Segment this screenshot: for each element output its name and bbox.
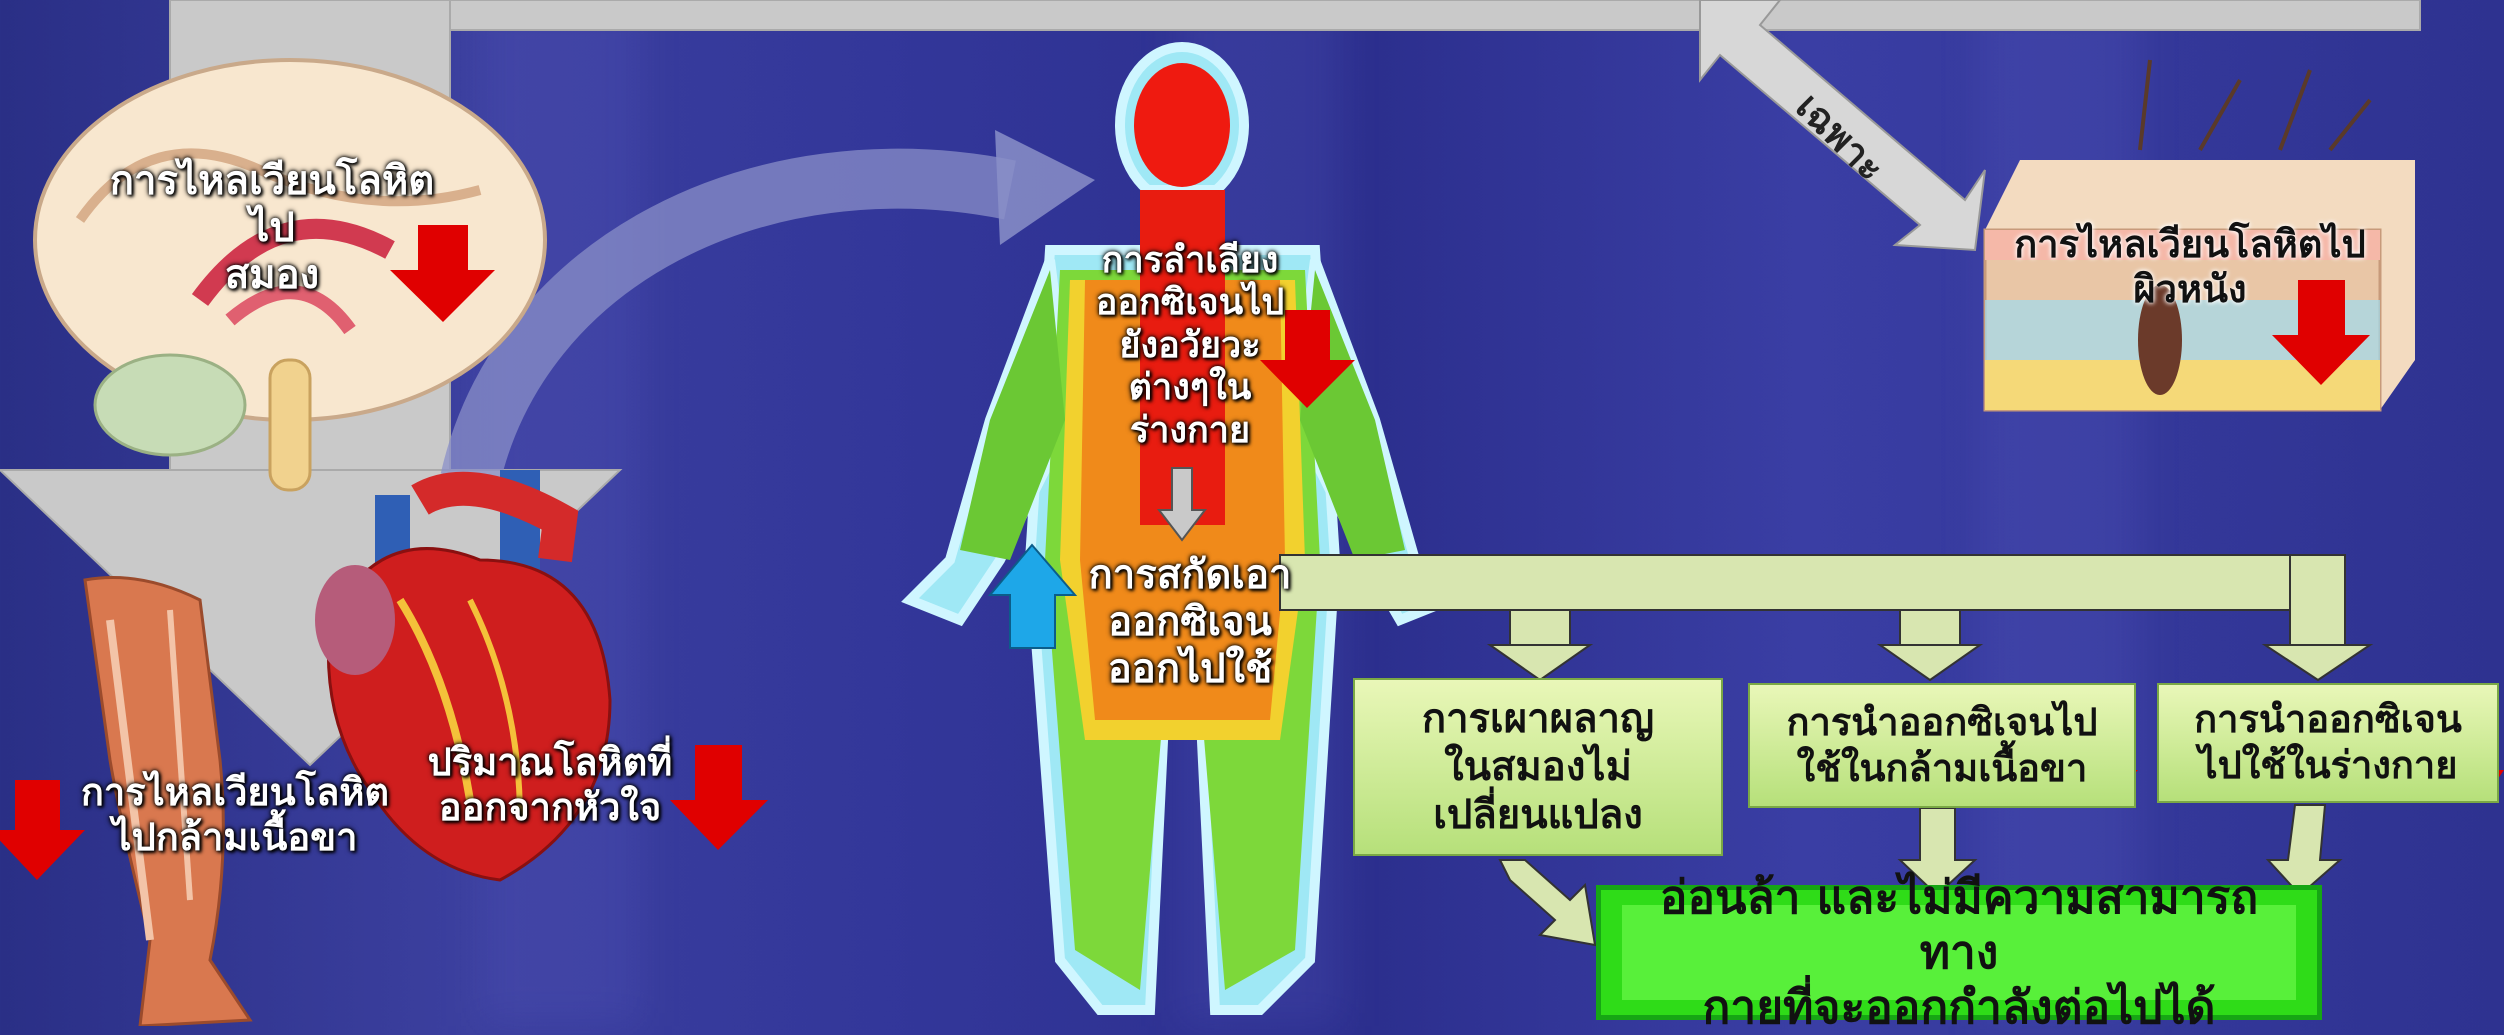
label-skin-flow: การไหลเวียนโลหิตไป ผิวหนัง [2010,222,2370,312]
box-brain-metabolism: การเผาผลาญ ในสมองไม่ เปลี่ยนแปลง [1353,678,1723,856]
curved-arrow-head [995,130,1095,245]
curved-arrow-heart-to-body [470,179,1010,480]
label-brain-flow: การไหลเวียนโลหิตไป สมอง [92,158,452,300]
final-outcome-box: อ่อนล้า และไม่มีความสามารถทาง กายที่จะออ… [1596,885,2322,1020]
label-body-oxygen: การลำเลียง ออกซิเจนไป ยังอวัยวะ ต่างๆใน … [1075,240,1305,452]
branch-arrows [1280,555,2370,680]
box-body-oxygen-use: การนำออกซิเจน ไปใช้ในร่างกาย [2157,683,2499,803]
final-outcome-text: อ่อนล้า และไม่มีความสามารถทาง กายที่จะออ… [1622,870,2295,1035]
label-cardiac-output: ปริมาณโลหิตที่ ออกจากหัวใจ [405,740,695,830]
box-leg-oxygen-use: การนำออกซิเจนไป ใช้ในกล้ามเนื้อขา [1748,683,2136,808]
label-extraction: การสกัดเอา ออกซิเจน ออกไปใช้ [1075,552,1305,694]
label-leg-flow: การไหลเวียนโลหิต ไปกล้ามเนื้อขา [70,770,400,860]
